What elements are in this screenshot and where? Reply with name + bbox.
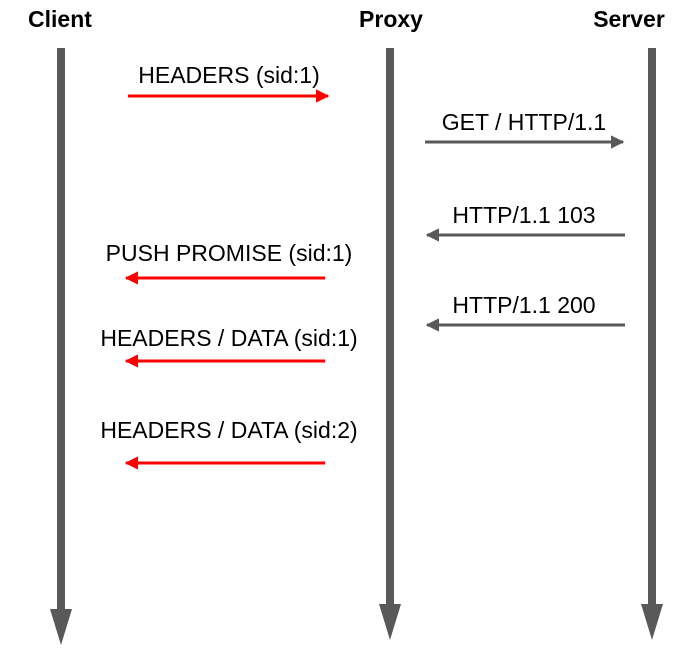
lifeline-client xyxy=(50,48,72,645)
actor-server-label: Server xyxy=(593,6,665,32)
message-headers-sid1-label: HEADERS (sid:1) xyxy=(138,62,319,88)
message-headers-data-sid1-label: HEADERS / DATA (sid:1) xyxy=(100,325,357,351)
message-http-200-label: HTTP/1.1 200 xyxy=(452,292,595,318)
lifeline-server xyxy=(641,48,663,640)
actor-client-label: Client xyxy=(28,6,92,32)
message-push-promise-label: PUSH PROMISE (sid:1) xyxy=(106,240,353,266)
lifeline-proxy xyxy=(379,48,401,640)
message-headers-data-sid2-label: HEADERS / DATA (sid:2) xyxy=(100,417,357,443)
message-http-103-label: HTTP/1.1 103 xyxy=(452,202,595,228)
message-get-label: GET / HTTP/1.1 xyxy=(442,109,606,135)
actor-proxy-label: Proxy xyxy=(359,6,423,32)
